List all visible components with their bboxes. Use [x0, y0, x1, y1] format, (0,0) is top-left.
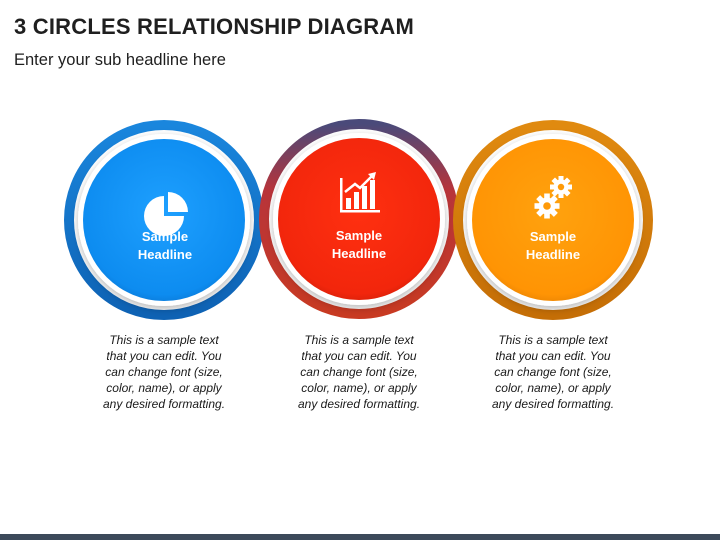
circle-2 [278, 138, 440, 300]
bar-chart-growth-icon [340, 172, 380, 213]
circle-3 [472, 139, 634, 301]
headline-3-line2: Headline [526, 247, 580, 262]
description-3: This is a sample text that you can edit.… [491, 333, 615, 411]
headline-3-line1: Sample [530, 229, 576, 244]
headline-2-line1: Sample [336, 228, 382, 243]
gears-icon [534, 176, 572, 219]
page-subtitle: Enter your sub headline here [14, 51, 226, 69]
description-2: This is a sample text that you can edit.… [297, 333, 421, 411]
page-title: 3 CIRCLES RELATIONSHIP DIAGRAM [14, 14, 414, 39]
bottom-bar [0, 534, 720, 540]
headline-1-line1: Sample [142, 229, 188, 244]
description-1: This is a sample text that you can edit.… [102, 333, 226, 411]
pie-chart-icon [144, 192, 188, 236]
ring-3 [453, 120, 653, 320]
headline-2-line2: Headline [332, 246, 386, 261]
ring-1 [64, 120, 264, 320]
headline-1-line2: Headline [138, 247, 192, 262]
